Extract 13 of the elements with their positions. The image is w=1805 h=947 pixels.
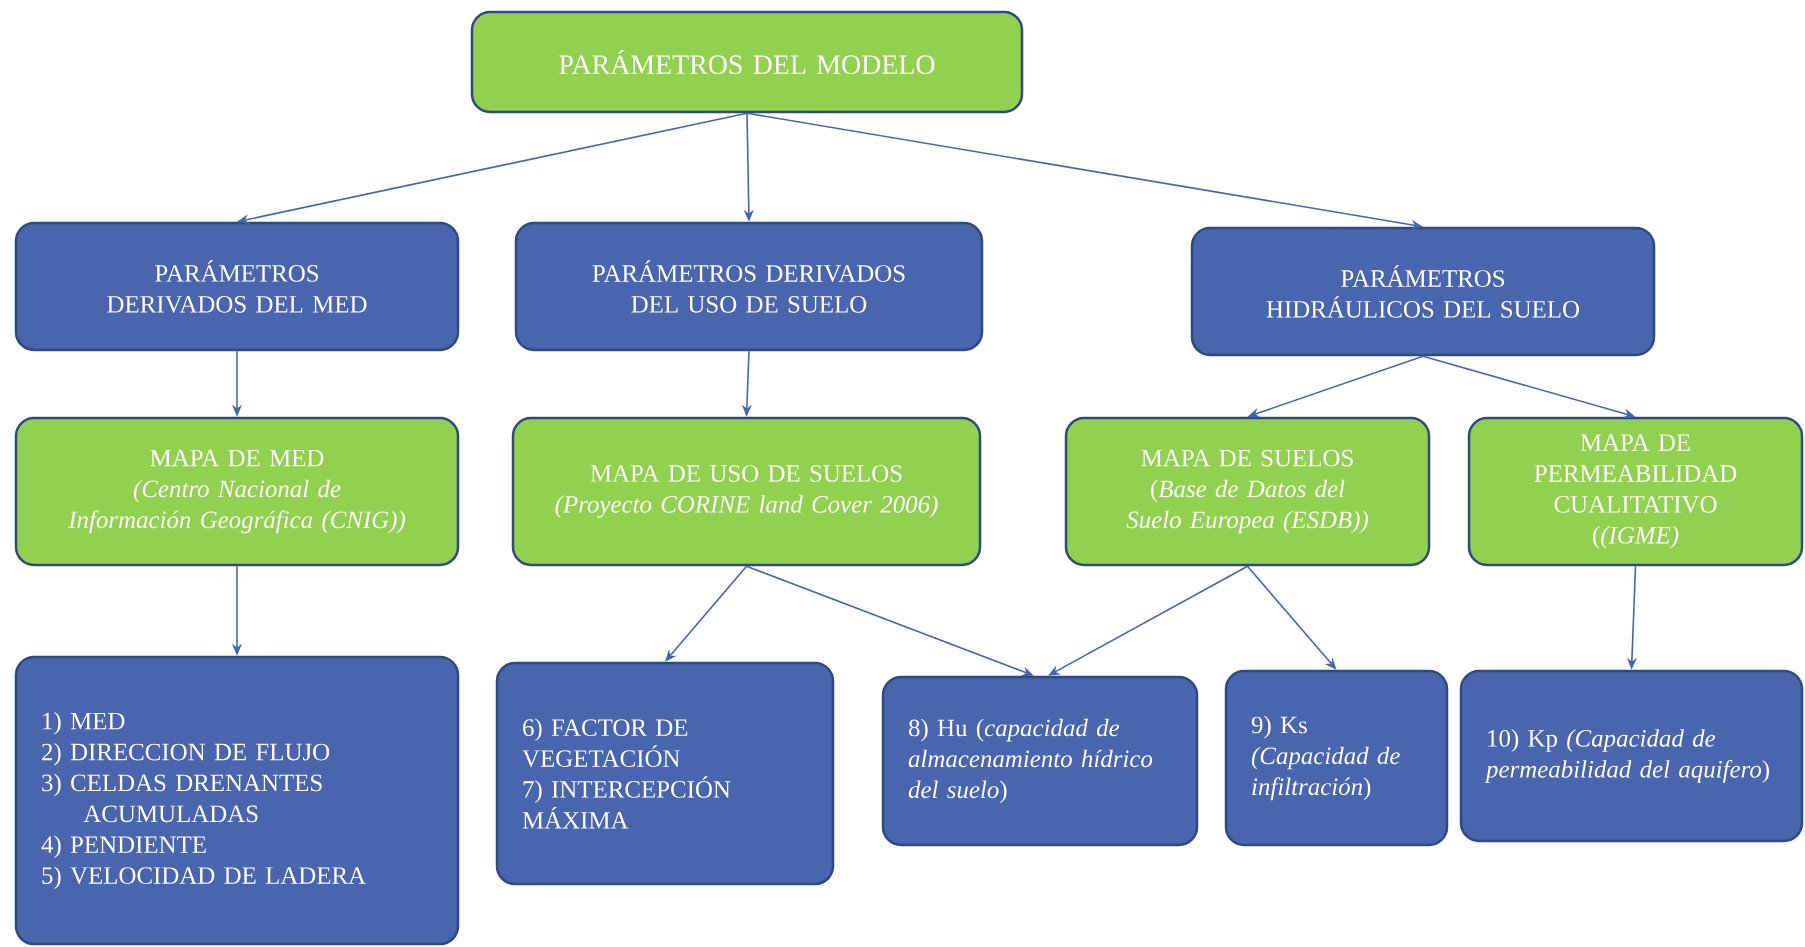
map-box: MAPA DE MED (Centro Nacional de Información Geográfica (CNIG)) xyxy=(14,416,460,567)
parameter-box: PARÁMETROS HIDRÁULICOS DEL SUELO xyxy=(1190,226,1656,357)
result-box: 6) FACTOR DE VEGETACIÓN 7) INTERCEPCIÓN MÁXIMA xyxy=(495,661,835,886)
title-box: PARÁMETROS DEL MODELO xyxy=(470,10,1024,114)
parameter-box: PARÁMETROS DERIVADOS DEL USO DE SUELO xyxy=(514,221,984,352)
map-box: MAPA DE PERMEABILIDAD CUALITATIVO ((IGME) xyxy=(1467,416,1804,567)
parameter-box: PARÁMETROS DERIVADOS DEL MED xyxy=(14,221,460,352)
result-box: 9) Ks (Capacidad de infiltración) xyxy=(1224,669,1449,847)
result-box: 8) Hu (capacidad de almacenamiento hídrico del suelo) xyxy=(881,675,1199,847)
result-box: 10) Kp (Capacidad de permeabilidad del aquifero) xyxy=(1459,669,1804,843)
result-box: 1) MED 2) DIRECCION DE FLUJO 3) CELDAS DRENANTES ACUMULADAS 4) PENDIENTE 5) VELOCIDAD DE LADERA xyxy=(14,655,460,946)
map-box: MAPA DE USO DE SUELOS (Proyecto CORINE land Cover 2006) xyxy=(511,416,982,567)
map-box: MAPA DE SUELOS (Base de Datos del Suelo Europea (ESDB)) xyxy=(1064,416,1431,567)
